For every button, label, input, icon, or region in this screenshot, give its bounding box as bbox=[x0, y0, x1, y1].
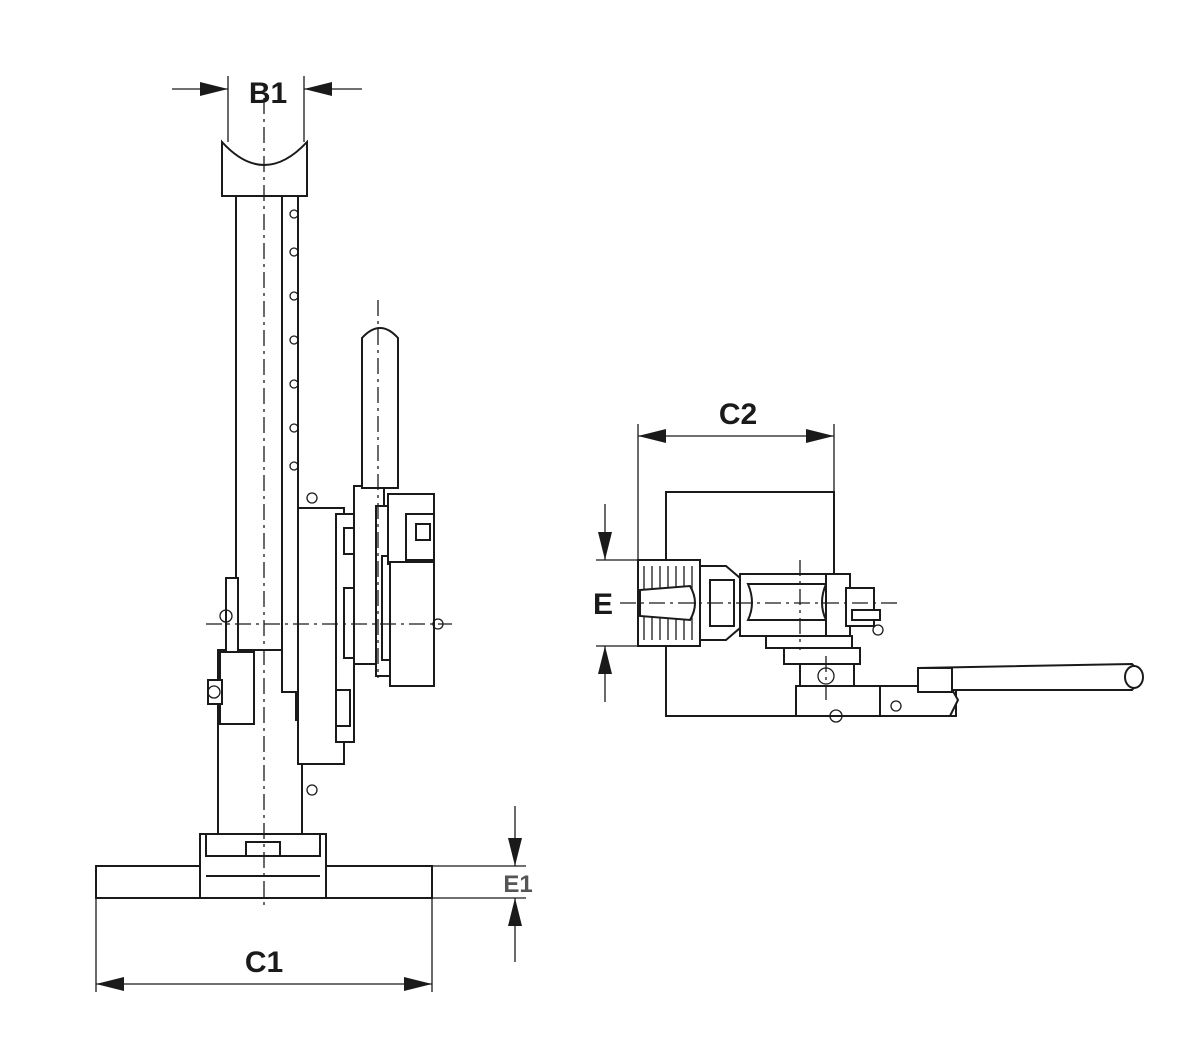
side-view bbox=[95, 98, 452, 910]
dimension-b1: B1 bbox=[172, 76, 362, 142]
dimension-e1: E1 bbox=[432, 806, 533, 962]
top-view-frame bbox=[665, 491, 835, 717]
side-bracket bbox=[219, 651, 255, 725]
crank-handle bbox=[361, 327, 399, 489]
rack-plate bbox=[281, 195, 299, 693]
dimension-label-e: E bbox=[593, 588, 613, 621]
lifting-column bbox=[235, 195, 285, 687]
dimension-label-b1: B1 bbox=[249, 77, 287, 110]
dimension-c1: C1 bbox=[95, 898, 433, 992]
dimension-e: E bbox=[593, 504, 638, 702]
dimension-c2: C2 bbox=[637, 398, 835, 560]
dimension-label-c2: C2 bbox=[719, 398, 757, 431]
top-view bbox=[620, 491, 1144, 723]
dimension-label-c1: C1 bbox=[245, 946, 283, 979]
dimension-label-e1: E1 bbox=[503, 871, 532, 898]
